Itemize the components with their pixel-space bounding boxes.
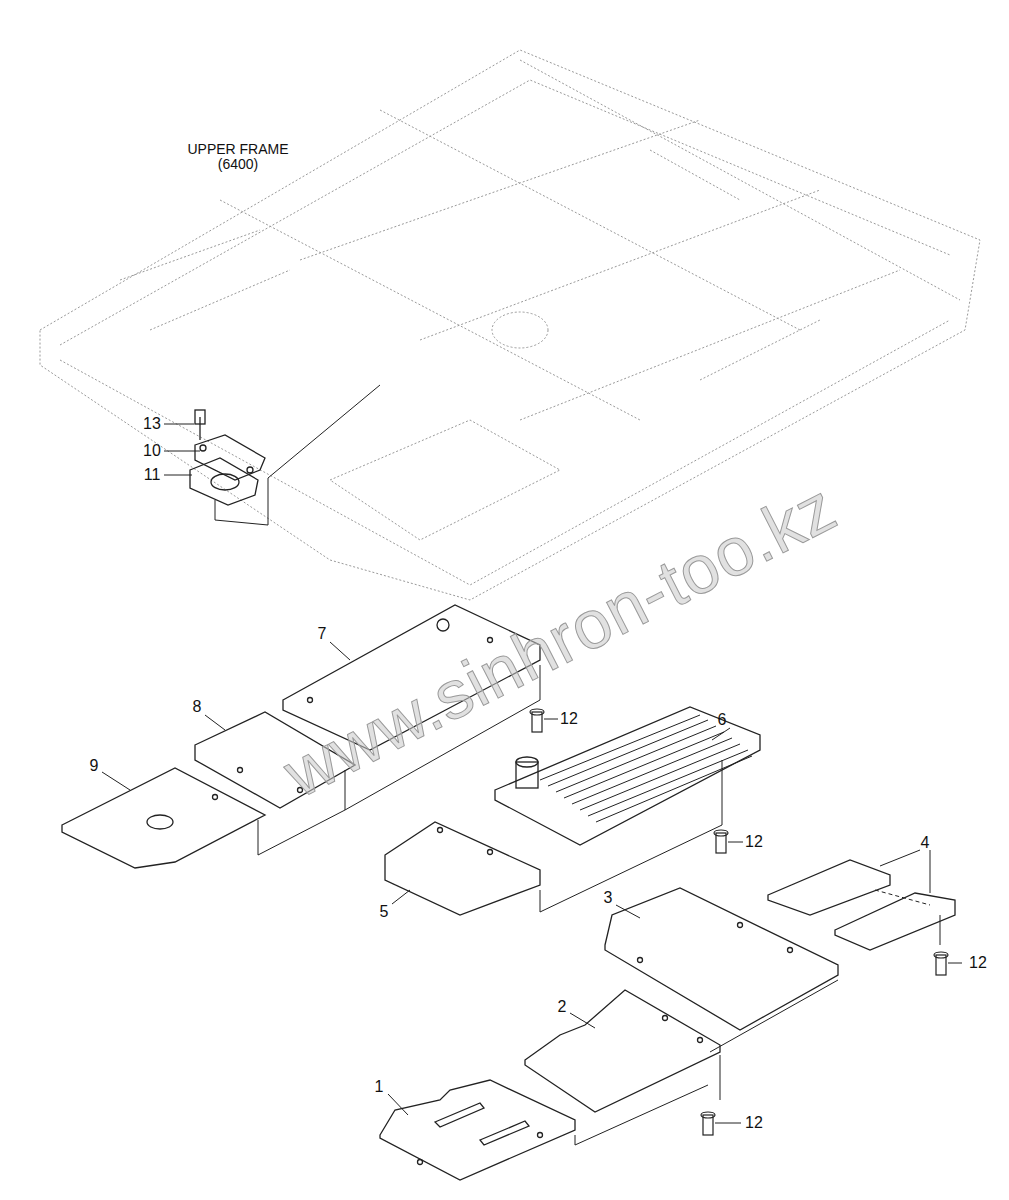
callout-number: 12: [560, 710, 578, 728]
callout-number: 11: [144, 466, 161, 484]
callout-number: 5: [380, 903, 389, 921]
callout-number: 13: [143, 415, 161, 433]
callout-number: 2: [558, 998, 567, 1016]
callout-number: 3: [604, 889, 613, 907]
callout-number: 6: [718, 711, 727, 729]
callout-number: 12: [745, 1114, 763, 1132]
callout-number: 7: [318, 625, 327, 643]
callout-number: 12: [969, 954, 987, 972]
callout-number: 10: [143, 442, 161, 460]
callout-number: 12: [745, 833, 763, 851]
callout-number: 1: [375, 1078, 384, 1096]
watermark: www.sinhron-too.kz: [272, 469, 847, 811]
callout-number: 8: [193, 698, 202, 716]
callout-number: 9: [90, 757, 99, 775]
callout-number: 4: [921, 834, 930, 852]
frame-label: UPPER FRAME (6400): [173, 142, 303, 173]
